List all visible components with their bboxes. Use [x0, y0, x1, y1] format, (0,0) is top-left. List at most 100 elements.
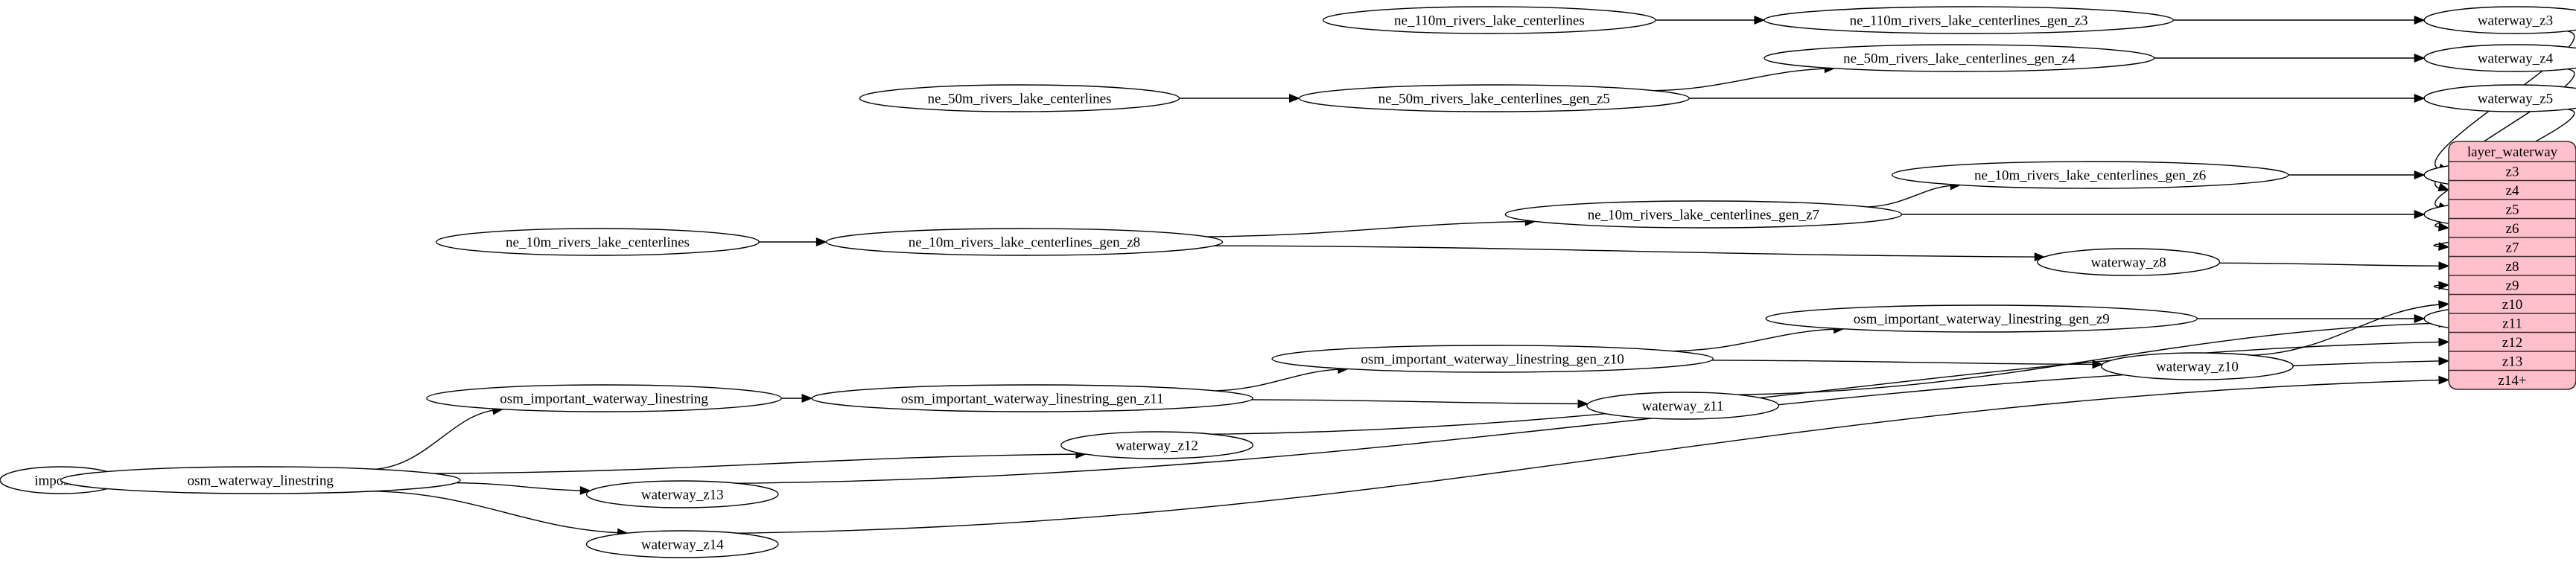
edge-arrowhead: [2414, 16, 2426, 25]
graph-node-waterway_z11[interactable]: waterway_z11: [1586, 392, 1779, 420]
node-ellipse: [811, 384, 1253, 412]
nodes-layer: imposm3osm_waterway_linestringosm_import…: [0, 6, 2576, 558]
graph-node-waterway_z10[interactable]: waterway_z10: [2101, 352, 2294, 380]
node-label: waterway_z10: [2156, 360, 2239, 375]
node-label: ne_50m_rivers_lake_centerlines_gen_z4: [1843, 51, 2076, 67]
edge-arrowhead: [2438, 261, 2450, 271]
graph-node-waterway_z5[interactable]: waterway_z5: [2423, 84, 2576, 112]
layer-table-row-z8[interactable]: z8: [2506, 259, 2519, 275]
graph-edge-waterway_z12-to-layer_waterway-z12: [1212, 341, 2440, 435]
node-label: ne_50m_rivers_lake_centerlines: [928, 92, 1112, 107]
graph-edge-osm_important_waterway_linestring_gen_z10-to-waterway_z10: [1711, 360, 2094, 366]
layer-table-row-z7[interactable]: z7: [2506, 240, 2519, 255]
node-ellipse: [1891, 161, 2289, 189]
graph-edge-waterway_z10-to-layer_waterway-z10: [2252, 304, 2440, 356]
graph-edge-osm_waterway_linestring-to-waterway_z12: [433, 453, 1077, 474]
edge-arrowhead: [2414, 54, 2426, 63]
graph-node-osm_waterway_linestring[interactable]: osm_waterway_linestring: [60, 466, 461, 494]
node-label: ne_10m_rivers_lake_centerlines: [506, 235, 690, 251]
graph-node-waterway_z4[interactable]: waterway_z4: [2423, 44, 2576, 72]
edge-arrowhead: [2414, 314, 2426, 323]
layer-table-row-z10[interactable]: z10: [2502, 297, 2522, 313]
edge-arrowhead: [801, 394, 813, 403]
edge-arrowhead: [815, 237, 827, 246]
node-ellipse: [436, 228, 760, 256]
graph-node-waterway_z12[interactable]: waterway_z12: [1060, 431, 1253, 459]
graph-edge-osm_waterway_linestring-to-osm_important_waterway_linestring: [375, 409, 494, 470]
edge-arrowhead: [2414, 94, 2426, 103]
node-label: ne_110m_rivers_lake_centerlines_gen_z3: [1850, 13, 2088, 29]
layer-table-header: layer_waterway: [2467, 144, 2558, 160]
graph-edge-osm_waterway_linestring-to-waterway_z13: [456, 482, 582, 491]
graph-edge-osm_important_waterway_linestring_gen_z11-to-waterway_z11: [1251, 399, 1580, 405]
graph-node-waterway_z3[interactable]: waterway_z3: [2423, 6, 2576, 34]
node-ellipse: [585, 530, 779, 558]
graph-node-ne_10m_rivers_lake_centerlines_gen_z6[interactable]: ne_10m_rivers_lake_centerlines_gen_z6: [1891, 161, 2289, 189]
graph-edge-ne_10m_rivers_lake_centerlines_gen_z7-to-ne_10m_rivers_lake_centerlines_gen_z6: [1867, 185, 1952, 208]
node-ellipse: [825, 228, 1224, 256]
node-label: ne_10m_rivers_lake_centerlines_gen_z7: [1588, 208, 1819, 223]
edge-arrowhead: [1577, 399, 1589, 409]
node-ellipse: [1060, 431, 1253, 459]
graph-node-ne_110m_rivers_lake_centerlines_gen_z3[interactable]: ne_110m_rivers_lake_centerlines_gen_z3: [1764, 6, 2174, 34]
edge-arrowhead: [2438, 337, 2450, 347]
graph-node-waterway_z8[interactable]: waterway_z8: [2037, 248, 2221, 276]
node-label: ne_110m_rivers_lake_centerlines: [1394, 13, 1585, 29]
layer-table-row-z5[interactable]: z5: [2506, 202, 2519, 217]
layer-table-row-z9[interactable]: z9: [2506, 278, 2519, 293]
node-ellipse: [1586, 392, 1779, 420]
node-ellipse: [1764, 44, 2155, 72]
layer-table-row-z11[interactable]: z11: [2502, 316, 2522, 331]
graph-node-waterway_z13[interactable]: waterway_z13: [585, 480, 779, 508]
layer-table-row-z12[interactable]: z12: [2502, 335, 2522, 351]
edge-arrowhead: [2438, 281, 2450, 290]
layer-table-row-z4[interactable]: z4: [2506, 183, 2519, 199]
graph-node-waterway_z14[interactable]: waterway_z14: [585, 530, 779, 558]
edge-arrowhead: [1289, 94, 1300, 103]
layer-table-row-z13[interactable]: z13: [2502, 354, 2522, 369]
node-ellipse: [2037, 248, 2221, 276]
node-label: osm_important_waterway_linestring_gen_z9: [1854, 312, 2110, 328]
node-ellipse: [1764, 6, 2174, 34]
graph-edge-waterway_z8-to-layer_waterway-z8: [2219, 262, 2440, 267]
graph-node-osm_important_waterway_linestring_gen_z11[interactable]: osm_important_waterway_linestring_gen_z1…: [811, 384, 1253, 412]
graph-node-ne_50m_rivers_lake_centerlines[interactable]: ne_50m_rivers_lake_centerlines: [859, 84, 1180, 112]
graph-node-osm_important_waterway_linestring_gen_z10[interactable]: osm_important_waterway_linestring_gen_z1…: [1271, 345, 1714, 373]
edge-arrowhead: [2438, 375, 2450, 385]
node-label: osm_important_waterway_linestring: [500, 392, 708, 407]
node-ellipse: [2101, 352, 2294, 380]
layer-table-background: [2448, 141, 2576, 390]
graph-edge-ne_50m_rivers_lake_centerlines_gen_z5-to-ne_50m_rivers_lake_centerlines_gen_z4: [1654, 68, 1826, 92]
layer-table-row-z3[interactable]: z3: [2506, 164, 2519, 179]
node-label: waterway_z12: [1116, 438, 1198, 454]
layer-table-row-z14+[interactable]: z14+: [2498, 373, 2526, 389]
graph-node-ne_10m_rivers_lake_centerlines_gen_z8[interactable]: ne_10m_rivers_lake_centerlines_gen_z8: [825, 228, 1224, 256]
graph-node-ne_10m_rivers_lake_centerlines[interactable]: ne_10m_rivers_lake_centerlines: [436, 228, 760, 256]
edge-arrowhead: [2414, 170, 2426, 179]
graph-node-osm_important_waterway_linestring_gen_z9[interactable]: osm_important_waterway_linestring_gen_z9: [1765, 304, 2198, 333]
graph-edge-waterway_z14-to-layer_waterway-z14+: [737, 379, 2440, 534]
node-ellipse: [1765, 304, 2198, 333]
graph-node-ne_110m_rivers_lake_centerlines[interactable]: ne_110m_rivers_lake_centerlines: [1323, 6, 1656, 34]
node-label: waterway_z5: [2478, 92, 2553, 107]
edge-arrowhead: [2092, 360, 2104, 369]
node-ellipse: [1271, 345, 1714, 373]
node-ellipse: [2423, 44, 2576, 72]
edge-arrowhead: [1754, 16, 1766, 25]
edge-arrowhead: [579, 485, 591, 495]
graph-edge-osm_important_waterway_linestring_gen_z10-to-osm_important_waterway_linestring_gen_z9: [1673, 328, 1835, 352]
node-ellipse: [1323, 6, 1656, 34]
layer-table-row-z6[interactable]: z6: [2506, 221, 2519, 237]
edge-arrowhead: [2438, 357, 2450, 366]
graph-node-ne_10m_rivers_lake_centerlines_gen_z7[interactable]: ne_10m_rivers_lake_centerlines_gen_z7: [1504, 200, 1903, 229]
graph-node-osm_important_waterway_linestring[interactable]: osm_important_waterway_linestring: [426, 384, 782, 412]
node-label: ne_10m_rivers_lake_centerlines_gen_z6: [1974, 168, 2206, 184]
graph-node-ne_50m_rivers_lake_centerlines_gen_z4[interactable]: ne_50m_rivers_lake_centerlines_gen_z4: [1764, 44, 2155, 72]
node-ellipse: [1298, 84, 1690, 112]
node-label: ne_10m_rivers_lake_centerlines_gen_z8: [909, 235, 1140, 251]
graph-edge-ne_10m_rivers_lake_centerlines_gen_z8-to-waterway_z8: [1214, 245, 2036, 258]
node-label: waterway_z13: [641, 488, 724, 503]
graph-node-ne_50m_rivers_lake_centerlines_gen_z5[interactable]: ne_50m_rivers_lake_centerlines_gen_z5: [1298, 84, 1690, 112]
